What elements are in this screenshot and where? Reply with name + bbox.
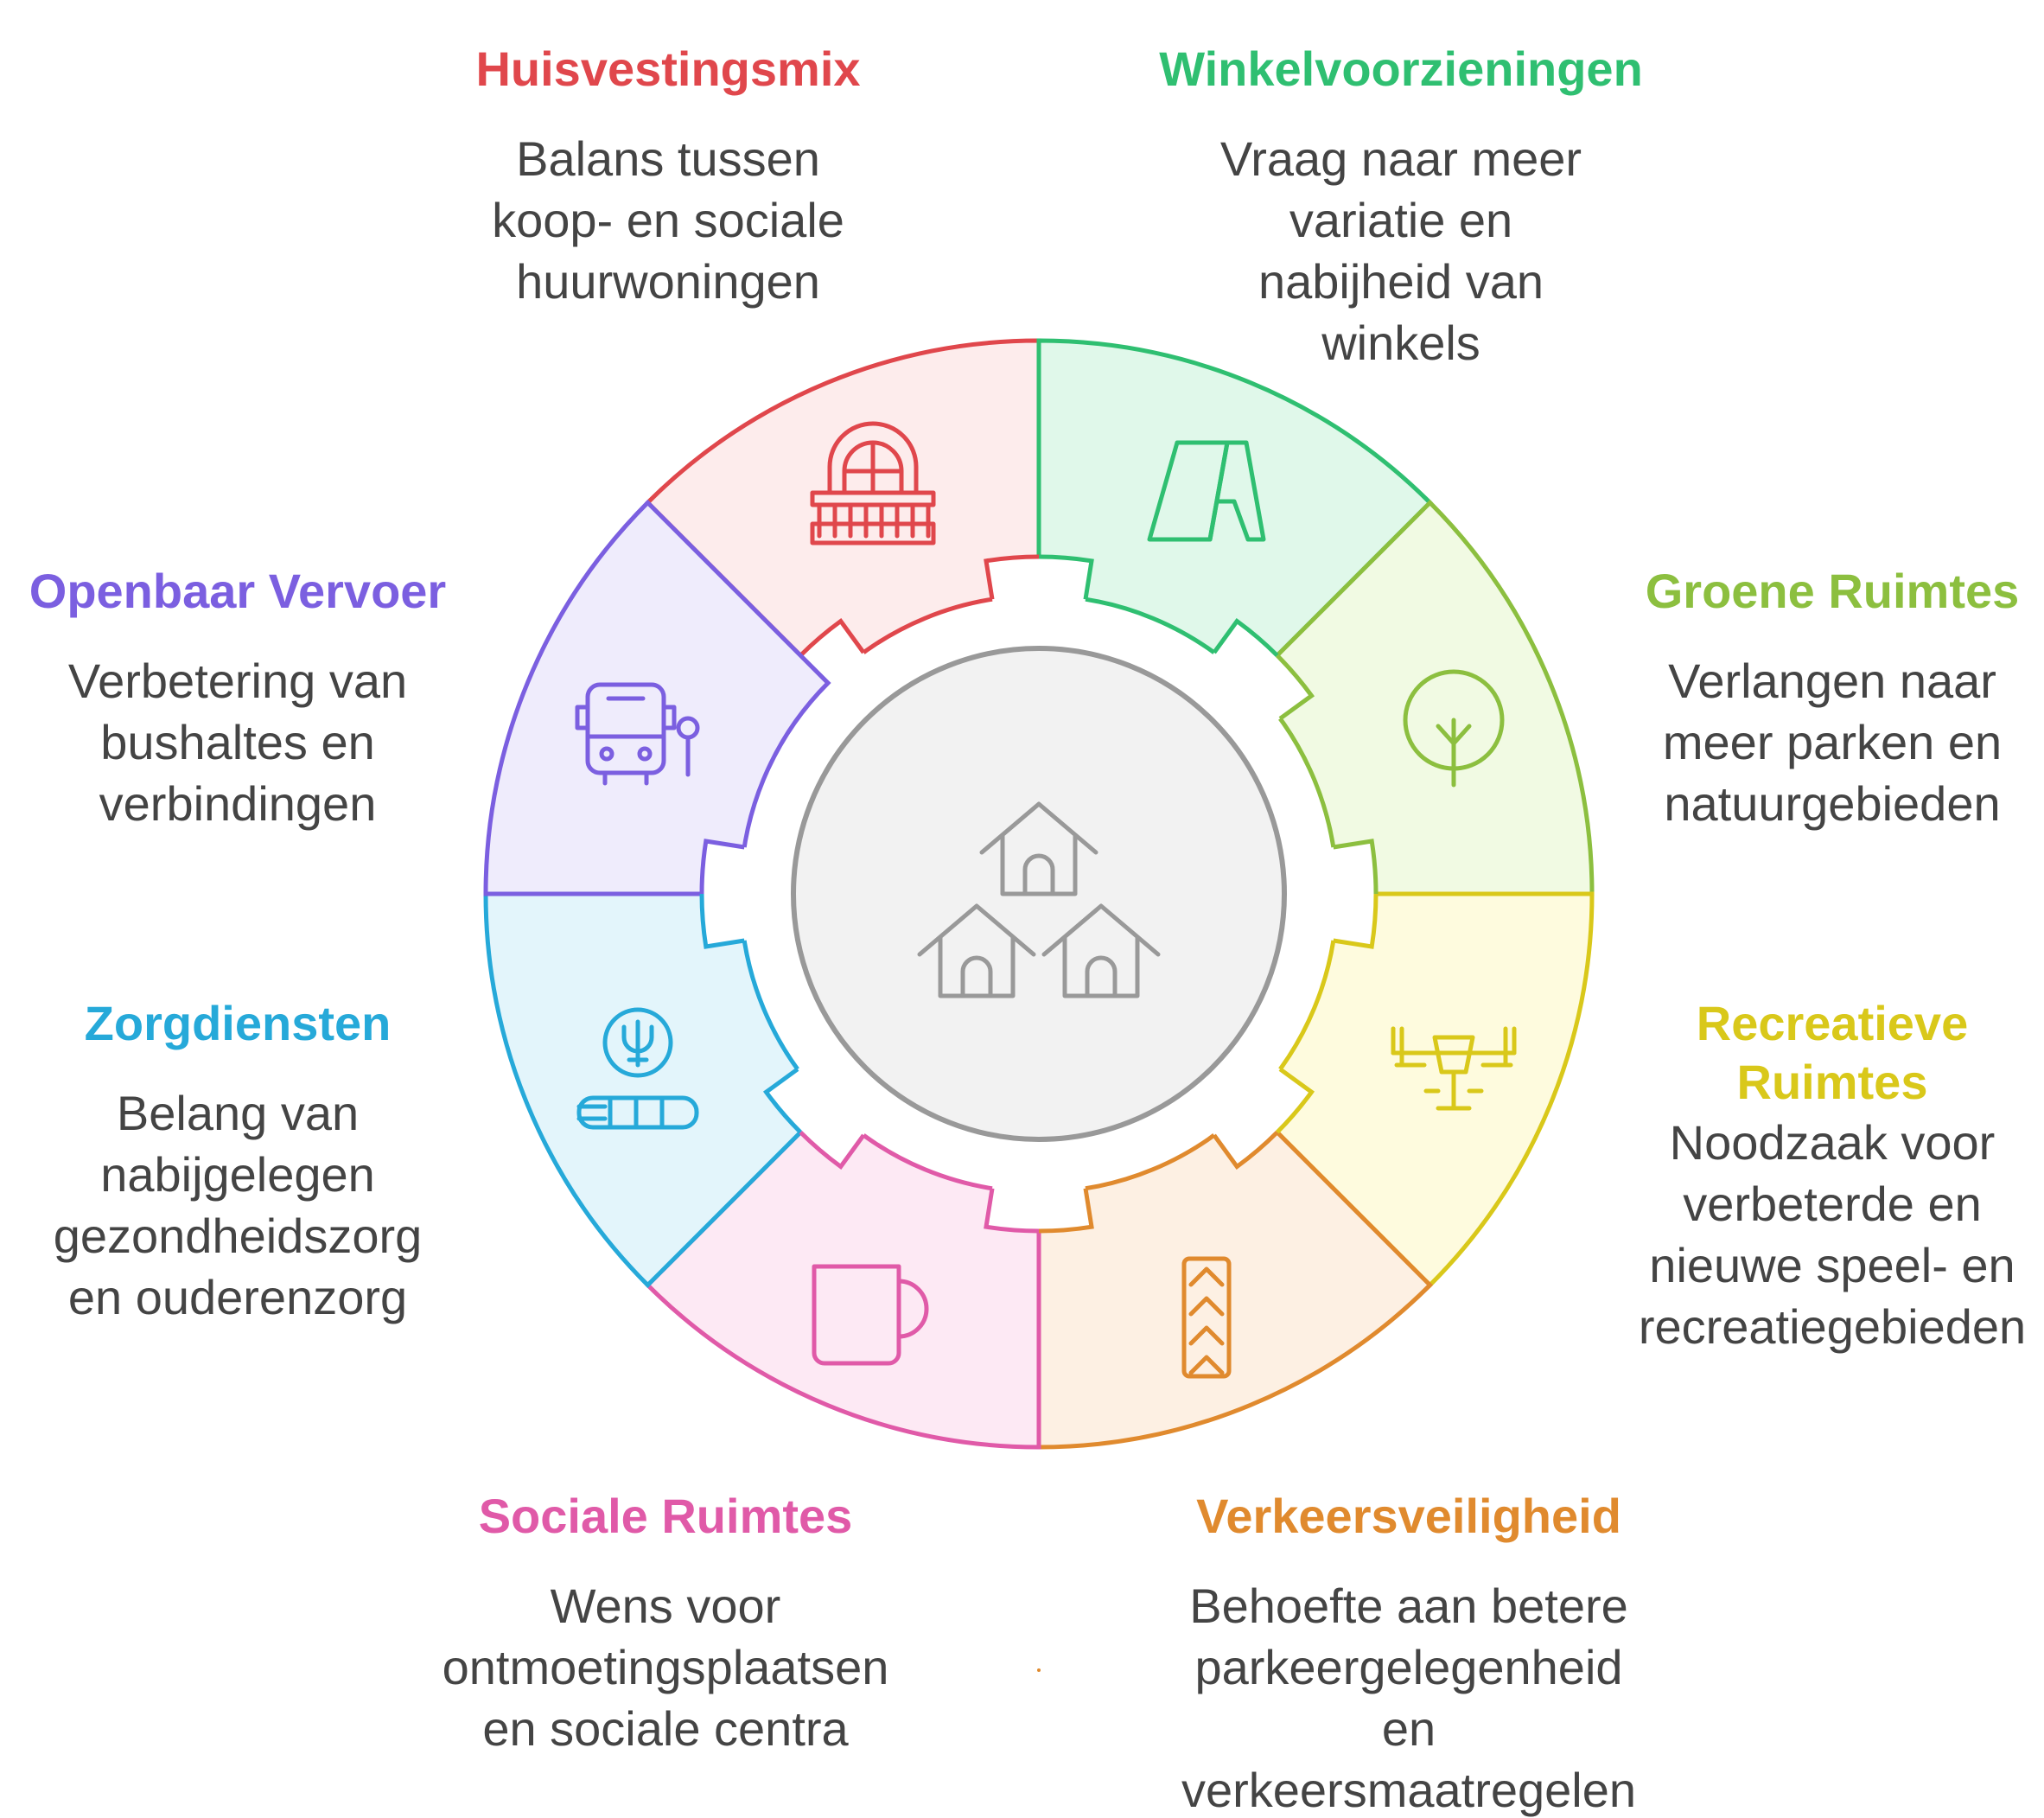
segment-notch <box>766 1037 896 1167</box>
description-zorgdiensten: Belang van nabijgelegen gezondheidszorg … <box>53 1086 423 1324</box>
segment-notch <box>1279 840 1377 947</box>
bus-stop-icon <box>575 682 700 786</box>
notch-edge <box>1212 617 1279 657</box>
houses-icon <box>917 801 1161 998</box>
description-huisvestingsmix: Balans tussen koop- en sociale huurwonin… <box>492 131 844 309</box>
segment-sociale-ruimtes <box>644 1101 1041 1450</box>
title-huisvestingsmix: Huisvestingsmix <box>475 41 861 96</box>
description-sociale-ruimtes: Wens voor ontmoetingsplaatsen en sociale… <box>442 1579 889 1756</box>
title-zorgdiensten: Zorgdiensten <box>84 996 392 1050</box>
shop-sign-icon <box>1147 440 1266 542</box>
title-sociale-ruimtes: Sociale Ruimtes <box>478 1489 853 1543</box>
block-sociale-ruimtes: Sociale Ruimtes Wens voor ontmoetingspla… <box>398 1487 933 1759</box>
segment-huisvestingsmix <box>644 338 1041 686</box>
segment-notch <box>985 1134 1092 1231</box>
psi-bed-icon <box>576 1007 699 1130</box>
notch-edge <box>1038 1188 1094 1234</box>
notch-edge <box>1212 1131 1279 1171</box>
description-verkeersveiligheid: Behoefte aan betere parkeergelegenheid e… <box>1181 1579 1637 1817</box>
description-openbaar-vervoer: Verbetering van bushaltes en verbindinge… <box>67 654 408 831</box>
segment-winkelvoorzieningen <box>1036 338 1434 686</box>
title-openbaar-vervoer: Openbaar Vervoer <box>29 564 447 618</box>
mug-icon <box>812 1264 929 1366</box>
block-groene-ruimtes: Groene Ruimtes Verlangen naar meer parke… <box>1616 562 2044 834</box>
segment-verkeersveiligheid <box>1036 1101 1434 1450</box>
block-huisvestingsmix: Huisvestingsmix Balans tussen koop- en s… <box>413 40 923 312</box>
road-chevrons-icon <box>1181 1256 1232 1379</box>
segment-notch <box>1181 621 1312 751</box>
notch-edge <box>1276 654 1315 721</box>
seesaw-icon <box>1391 1026 1517 1111</box>
description-recreatieve-ruimtes: Noodzaak voor verbeterde en nieuwe speel… <box>1638 1115 2027 1354</box>
notch-edge <box>1276 1067 1315 1134</box>
notch-edge <box>1333 839 1379 895</box>
block-verkeersveiligheid: Verkeersveiligheid Behoefte aan betere p… <box>1141 1487 1677 1818</box>
notch-edge <box>699 839 745 895</box>
title-verkeersveiligheid: Verkeersveiligheid <box>1196 1489 1621 1543</box>
notch-edge <box>799 617 866 657</box>
segment-zorgdiensten <box>483 891 831 1289</box>
notch-edge <box>1038 554 1094 600</box>
notch-edge <box>984 554 1040 600</box>
segment-groene-ruimtes <box>1246 499 1595 896</box>
stray-dot <box>1037 1668 1041 1672</box>
segment-notch <box>1181 1037 1312 1167</box>
notch-edge <box>984 1188 1040 1234</box>
segment-openbaar-vervoer <box>483 499 831 896</box>
title-winkelvoorzieningen: Winkelvoorzieningen <box>1159 41 1643 96</box>
notch-edge <box>762 1067 802 1134</box>
block-zorgdiensten: Zorgdiensten Belang van nabijgelegen gez… <box>17 994 458 1328</box>
block-recreatieve-ruimtes: Recreatieve Ruimtes Noodzaak voor verbet… <box>1616 994 2044 1357</box>
segment-recreatieve-ruimtes <box>1246 891 1595 1289</box>
block-winkelvoorzieningen: Winkelvoorzieningen Vraag naar meer vari… <box>1120 40 1682 373</box>
notch-edge <box>699 893 745 949</box>
tree-icon <box>1403 669 1505 788</box>
notch-edge <box>1333 893 1379 949</box>
title-groene-ruimtes: Groene Ruimtes <box>1645 564 2020 618</box>
notch-edge <box>799 1131 866 1171</box>
segment-notch <box>702 840 799 947</box>
house-balcony-icon <box>810 421 936 545</box>
block-openbaar-vervoer: Openbaar Vervoer Verbetering van bushalt… <box>17 562 458 834</box>
description-winkelvoorzieningen: Vraag naar meer variatie en nabijheid va… <box>1219 131 1582 370</box>
segment-notch <box>985 557 1092 654</box>
title-recreatieve-ruimtes: Recreatieve Ruimtes <box>1696 996 1969 1109</box>
description-groene-ruimtes: Verlangen naar meer parken en natuurgebi… <box>1662 654 2003 831</box>
